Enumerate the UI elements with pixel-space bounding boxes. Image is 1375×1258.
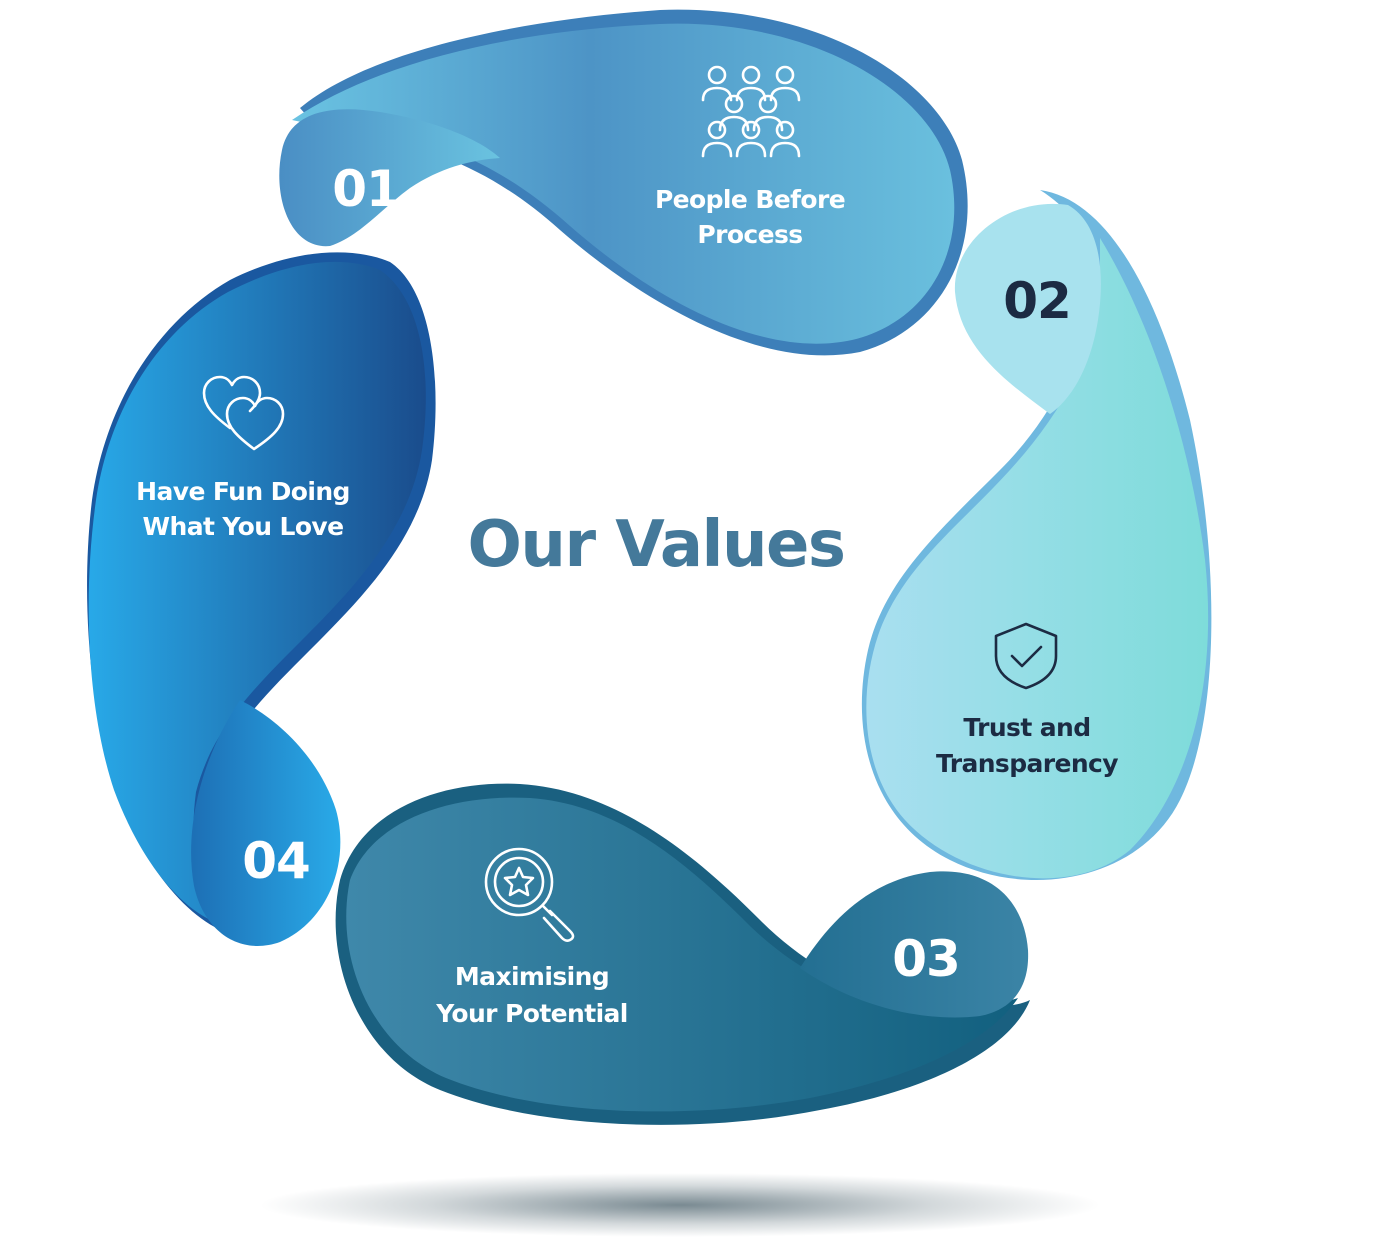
value-petal-02 xyxy=(861,190,1212,880)
ground-shadow xyxy=(260,1173,1100,1237)
value-petal-01 xyxy=(279,9,968,356)
value-label-02-line2: Transparency xyxy=(936,749,1118,778)
shield-check-icon xyxy=(994,622,1058,690)
petal-03-tail xyxy=(800,871,1029,1018)
petal-02-body xyxy=(866,238,1209,879)
value-label-03-line1: Maximising xyxy=(455,962,609,991)
diagram-title: Our Values xyxy=(467,508,844,582)
value-label-04-line1: Have Fun Doing xyxy=(136,477,350,506)
magnifier-star-icon xyxy=(484,847,575,942)
petal-02-tail xyxy=(954,203,1101,414)
petal-01-body xyxy=(292,23,955,344)
petal-04-tail xyxy=(191,700,341,946)
value-number-01: 01 xyxy=(332,160,400,218)
value-number-04: 04 xyxy=(242,832,310,890)
value-label-03-line2: Your Potential xyxy=(435,999,628,1028)
value-label-02-line1: Trust and xyxy=(963,713,1090,742)
value-number-03: 03 xyxy=(892,930,960,988)
petal-01-tail xyxy=(279,109,500,247)
people-group-icon xyxy=(701,65,801,158)
value-petal-04 xyxy=(87,252,436,946)
value-label-01-line2: Process xyxy=(697,220,802,249)
two-hearts-icon xyxy=(202,375,285,451)
value-label-01-line1: People Before xyxy=(655,185,845,214)
value-label-04-line2: What You Love xyxy=(143,512,344,541)
petal-04-body xyxy=(88,261,426,925)
value-number-02: 02 xyxy=(1003,272,1071,330)
